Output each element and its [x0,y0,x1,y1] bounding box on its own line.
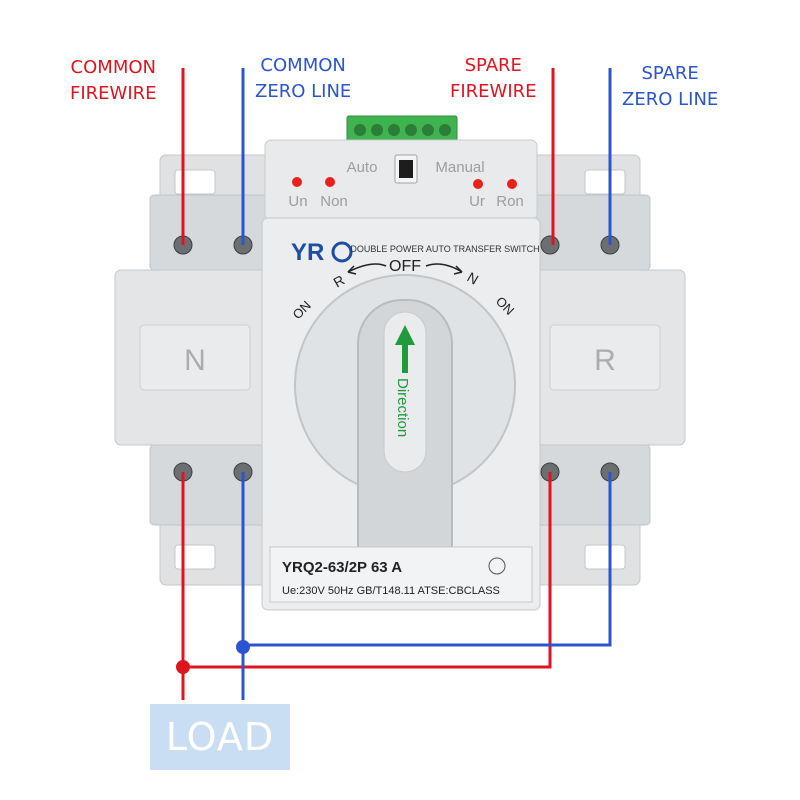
spec-text: Ue:230V 50Hz GB/T148.11 ATSE:CBCLASS [282,585,500,597]
dial-arrow-right-head [453,265,463,275]
load-label: LOAD [165,715,275,759]
direction-arrow-icon [395,325,415,345]
ron-label: Ron [496,193,524,210]
side-label-r: R [594,344,616,377]
spec-plate [269,546,533,603]
fire-bridge [183,472,552,669]
dial-arrow-right [425,263,463,273]
fire-junction-dot [176,660,190,674]
direction-arrow-shaft [402,343,408,373]
ron-indicator-led [507,179,517,189]
un-label: Un [288,193,307,210]
terminal-block-screws [354,124,451,136]
ccc-mark-icon [488,557,506,575]
spare-firewire-label-line2: FIREWIRE [450,81,537,102]
common-zero-line-label-line2: ZERO LINE [255,81,352,102]
common-firewire-label-line1: COMMON [70,57,156,78]
load-box: LOAD [150,704,290,770]
zero-junction-dot [236,640,250,654]
right-side-plate [549,324,661,391]
left-side-plate [139,324,251,391]
ur-label: Ur [469,193,485,210]
non-label: Non [320,193,348,210]
spare-zero-line-label-line2: ZERO LINE [622,89,719,110]
mount-slot-top-left [174,169,216,195]
mount-slot-bottom-right [584,544,626,570]
dial-arrow-left [347,263,387,273]
ur-indicator-led [473,179,483,189]
mount-slot-bottom-left [174,544,216,570]
non-indicator-led [325,177,335,187]
common-firewire-label: COMMON FIREWIRE [70,55,157,107]
spare-zero-line-label: SPARE ZERO LINE [622,61,718,113]
device-header: DOUBLE POWER AUTO TRANSFER SWITCH [350,244,539,254]
dial-arrow-left-head [347,265,357,275]
model-number: YRQ2-63/2P 63 A [282,559,402,576]
mount-slot-top-right [584,169,626,195]
common-zero-line-label: COMMON ZERO LINE [255,53,351,105]
wiring [181,68,612,700]
common-firewire-label-line2: FIREWIRE [70,83,157,104]
auto-manual-switch-knob[interactable] [399,160,413,178]
side-label-n: N [184,344,206,377]
spare-zero-line-label-line1: SPARE [641,63,699,84]
brand-logo: YR [291,239,324,266]
spare-firewire-label-line1: SPARE [464,55,522,76]
common-zero-line-label-line1: COMMON [260,55,346,76]
spare-firewire-label: SPARE FIREWIRE [450,53,537,105]
dial-off-label: OFF [389,258,421,275]
un-indicator-led [292,177,302,187]
handle-inset [383,311,427,473]
manual-label: Manual [435,159,484,176]
brand-logo-ring [331,241,353,263]
direction-label: Direction [394,378,411,437]
auto-label: Auto [347,159,378,176]
zero-bridge [243,472,612,647]
